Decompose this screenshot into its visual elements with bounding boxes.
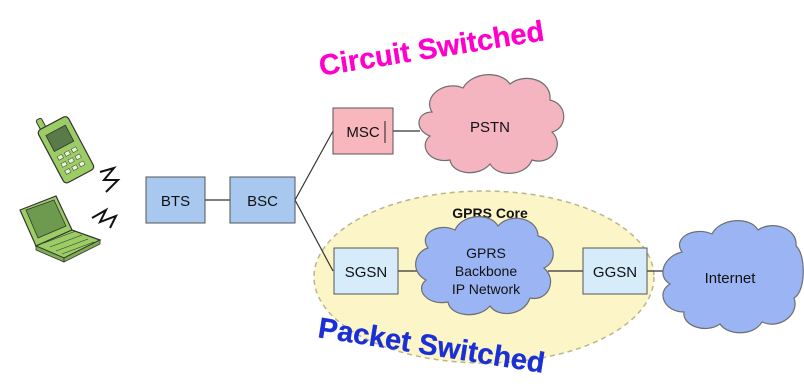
internet-label: Internet <box>705 270 757 287</box>
link-bsc-msc <box>294 130 334 201</box>
radio-wave-icon <box>91 166 121 229</box>
bts-label: BTS <box>161 193 190 210</box>
bsc-node: BSC <box>229 176 296 224</box>
pstn-cloud: PSTN <box>418 74 565 174</box>
link-bsc-sgsn <box>294 199 334 272</box>
sgsn-label: SGSN <box>345 264 388 281</box>
msc-node: MSC <box>332 107 394 155</box>
backbone-label-line3: IP Network <box>452 281 521 297</box>
sgsn-node: SGSN <box>333 247 399 295</box>
bts-node: BTS <box>145 176 206 224</box>
mobile-phone-icon <box>35 116 95 184</box>
backbone-label-line1: GPRS <box>466 245 506 261</box>
ggsn-node: GGSN <box>582 247 648 295</box>
msc-label: MSC <box>346 124 380 141</box>
ggsn-label: GGSN <box>593 264 637 281</box>
circuit-switched-title: Circuit Switched <box>317 16 546 83</box>
pstn-label: PSTN <box>470 119 510 136</box>
backbone-label-line2: Backbone <box>455 263 517 279</box>
bsc-label: BSC <box>247 193 278 210</box>
connections <box>205 130 668 272</box>
backbone-cloud: GPRS Backbone IP Network <box>415 216 554 316</box>
laptop-icon <box>19 195 102 263</box>
internet-cloud: Internet <box>662 220 804 334</box>
